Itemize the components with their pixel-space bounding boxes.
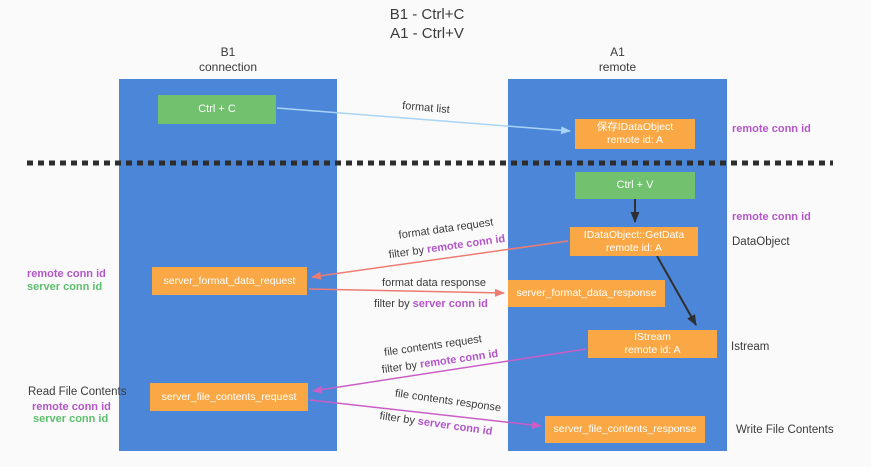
node-idataobject-getdata: IDataObject::GetData remote id: A	[570, 227, 698, 256]
lane-header-a1: A1 remote	[508, 45, 727, 75]
node-save-line2: remote id: A	[606, 134, 664, 146]
label-filter-server-2: filter by server conn id	[379, 410, 493, 438]
label-read-remote-conn-id: remote conn id	[32, 401, 111, 413]
filter-by-text: filter by	[378, 410, 419, 428]
label-read-server-conn-id: server conn id	[33, 413, 109, 425]
node-sfcresp-label: server_file_contents_response	[553, 423, 697, 435]
label-format-list: format list	[402, 100, 451, 116]
node-istream: IStream remote id: A	[588, 330, 717, 358]
node-getdata-line1: IDataObject::GetData	[583, 228, 685, 241]
arrow-format-data-response	[308, 288, 505, 297]
node-ctrl-c: Ctrl + C	[158, 95, 276, 124]
node-save-idataobject: 保存IDataObject remote id: A	[575, 119, 695, 149]
label-left-remote-conn-id: remote conn id	[27, 268, 106, 280]
label-file-contents-response: file contents response	[394, 388, 502, 415]
node-server-file-contents-response: server_file_contents_response	[545, 416, 705, 443]
server-conn-id-key: server conn id	[412, 298, 488, 310]
node-sfdreq-label: server_format_data_request	[163, 274, 296, 287]
lane-b1-name: B1	[220, 45, 236, 59]
filter-by-text: filter by	[381, 358, 421, 377]
file-contents-response-text: file contents response	[394, 387, 502, 415]
remote-conn-id-key: remote conn id	[426, 232, 506, 256]
title-line-2: A1 - Ctrl+V	[390, 25, 464, 42]
node-server-format-data-request: server_format_data_request	[152, 267, 307, 295]
lane-header-b1: B1 connection	[119, 45, 337, 75]
title-line-1: B1 - Ctrl+C	[389, 6, 465, 23]
label-left-server-conn-id: server conn id	[27, 281, 103, 293]
filter-by-text: filter by	[374, 298, 413, 310]
node-server-file-contents-request: server_file_contents_request	[150, 383, 308, 411]
node-save-line1: 保存IDataObject	[596, 121, 674, 133]
label-format-data-response: format data response	[382, 277, 486, 289]
lane-a1-name: A1	[610, 45, 625, 59]
format-list-text: format list	[401, 99, 451, 117]
label-remote-conn-id-mid: remote conn id	[732, 211, 811, 223]
diagram-title: B1 - Ctrl+C A1 - Ctrl+V	[0, 5, 854, 43]
node-ctrl-v-label: Ctrl + V	[616, 179, 654, 191]
node-ctrl-v: Ctrl + V	[575, 172, 695, 199]
node-sfcreq-label: server_file_contents_request	[161, 390, 297, 403]
server-conn-id-key: server conn id	[416, 415, 494, 438]
lane-a1-subtitle: remote	[598, 60, 637, 74]
node-getdata-line2: remote id: A	[605, 241, 663, 254]
node-server-format-data-response: server_format_data_response	[508, 280, 665, 307]
label-read-file-contents: Read File Contents	[28, 386, 127, 398]
node-sfdresp-label: server_format_data_response	[516, 287, 657, 299]
label-dataobject: DataObject	[732, 236, 790, 248]
node-ctrl-c-label: Ctrl + C	[198, 103, 236, 115]
filter-by-text: filter by	[388, 243, 428, 262]
node-istream-line2: remote id: A	[624, 344, 681, 356]
label-remote-conn-id-top: remote conn id	[732, 123, 811, 135]
format-data-response-text: format data response	[382, 277, 486, 289]
label-filter-server-1: filter by server conn id	[374, 298, 488, 310]
label-istream: Istream	[731, 341, 770, 353]
label-write-file-contents: Write File Contents	[736, 424, 834, 436]
node-istream-line1: IStream	[634, 331, 671, 343]
lane-b1-subtitle: connection	[198, 60, 258, 74]
